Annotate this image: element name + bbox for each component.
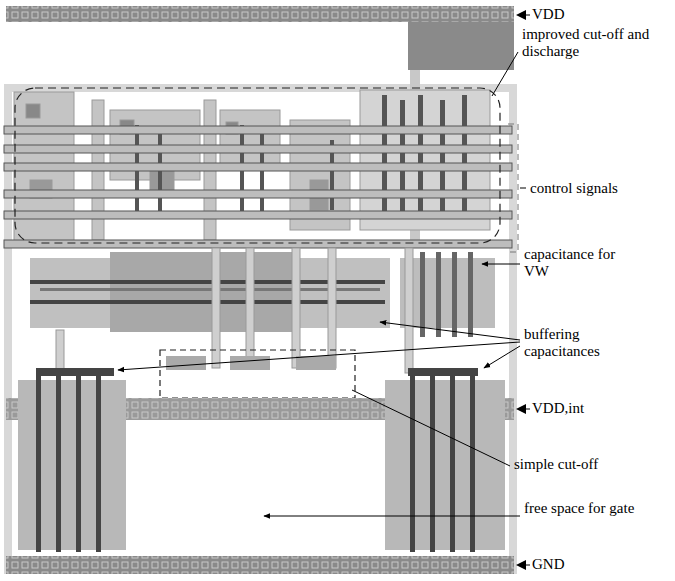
buffer-cap-plate [110, 252, 300, 332]
vertical-wires [56, 248, 413, 373]
vw-cap [400, 258, 495, 328]
rail-label: VDD [532, 6, 565, 23]
rail-label: GND [532, 556, 565, 573]
vw-cap-fingers [420, 252, 473, 337]
rail-label: VDD,int [532, 400, 584, 417]
region-label: capacitance for VW [524, 246, 636, 280]
vdd-rail [6, 6, 514, 22]
vdd-rail-vias [6, 6, 514, 22]
region-label: buffering capacitances [524, 326, 644, 360]
control-bracket [508, 124, 518, 252]
rail-arrows [516, 10, 530, 570]
buffer-cap-right-fingers [408, 368, 478, 552]
simple-cutoff-outline [160, 350, 355, 398]
control-signal-bars [4, 126, 512, 248]
signal-label: control signals [530, 180, 618, 197]
buffer-cap-right [385, 380, 505, 550]
buffer-cap-left-fingers [36, 368, 114, 552]
region-label: improved cut-off and discharge [522, 26, 672, 60]
buffer-cap-left [18, 380, 126, 550]
leader-lines [118, 52, 526, 516]
gnd-rail [6, 556, 514, 574]
vdd-strap [408, 22, 514, 70]
region-label: free space for gate [524, 500, 636, 517]
region-label: simple cut-off [514, 456, 598, 473]
gnd-rail-vias [6, 556, 514, 574]
improved-cutoff-outline [15, 88, 500, 243]
